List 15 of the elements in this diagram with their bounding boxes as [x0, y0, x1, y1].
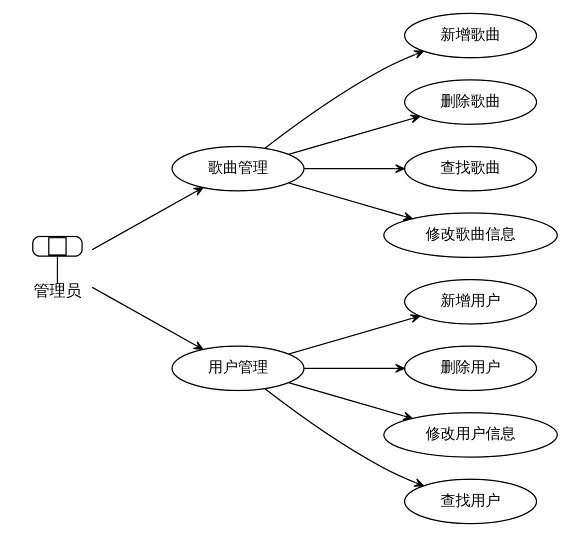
arrow: [288, 314, 420, 355]
arrow: [264, 388, 424, 487]
arrow: [288, 182, 413, 221]
node-ellipse: 歌曲管理: [171, 146, 305, 192]
arrow: [304, 164, 405, 174]
node-label: 管理员: [33, 281, 82, 300]
node-ellipse: 用户管理: [171, 346, 305, 392]
arrow: [264, 50, 424, 149]
arrow: [92, 286, 204, 350]
arrow: [92, 187, 204, 250]
node-ellipse: 查找歌曲: [404, 146, 538, 192]
node-ellipse: 删除用户: [404, 346, 538, 392]
arrow: [304, 364, 405, 373]
arrow: [288, 382, 413, 420]
arrow: [288, 114, 420, 155]
